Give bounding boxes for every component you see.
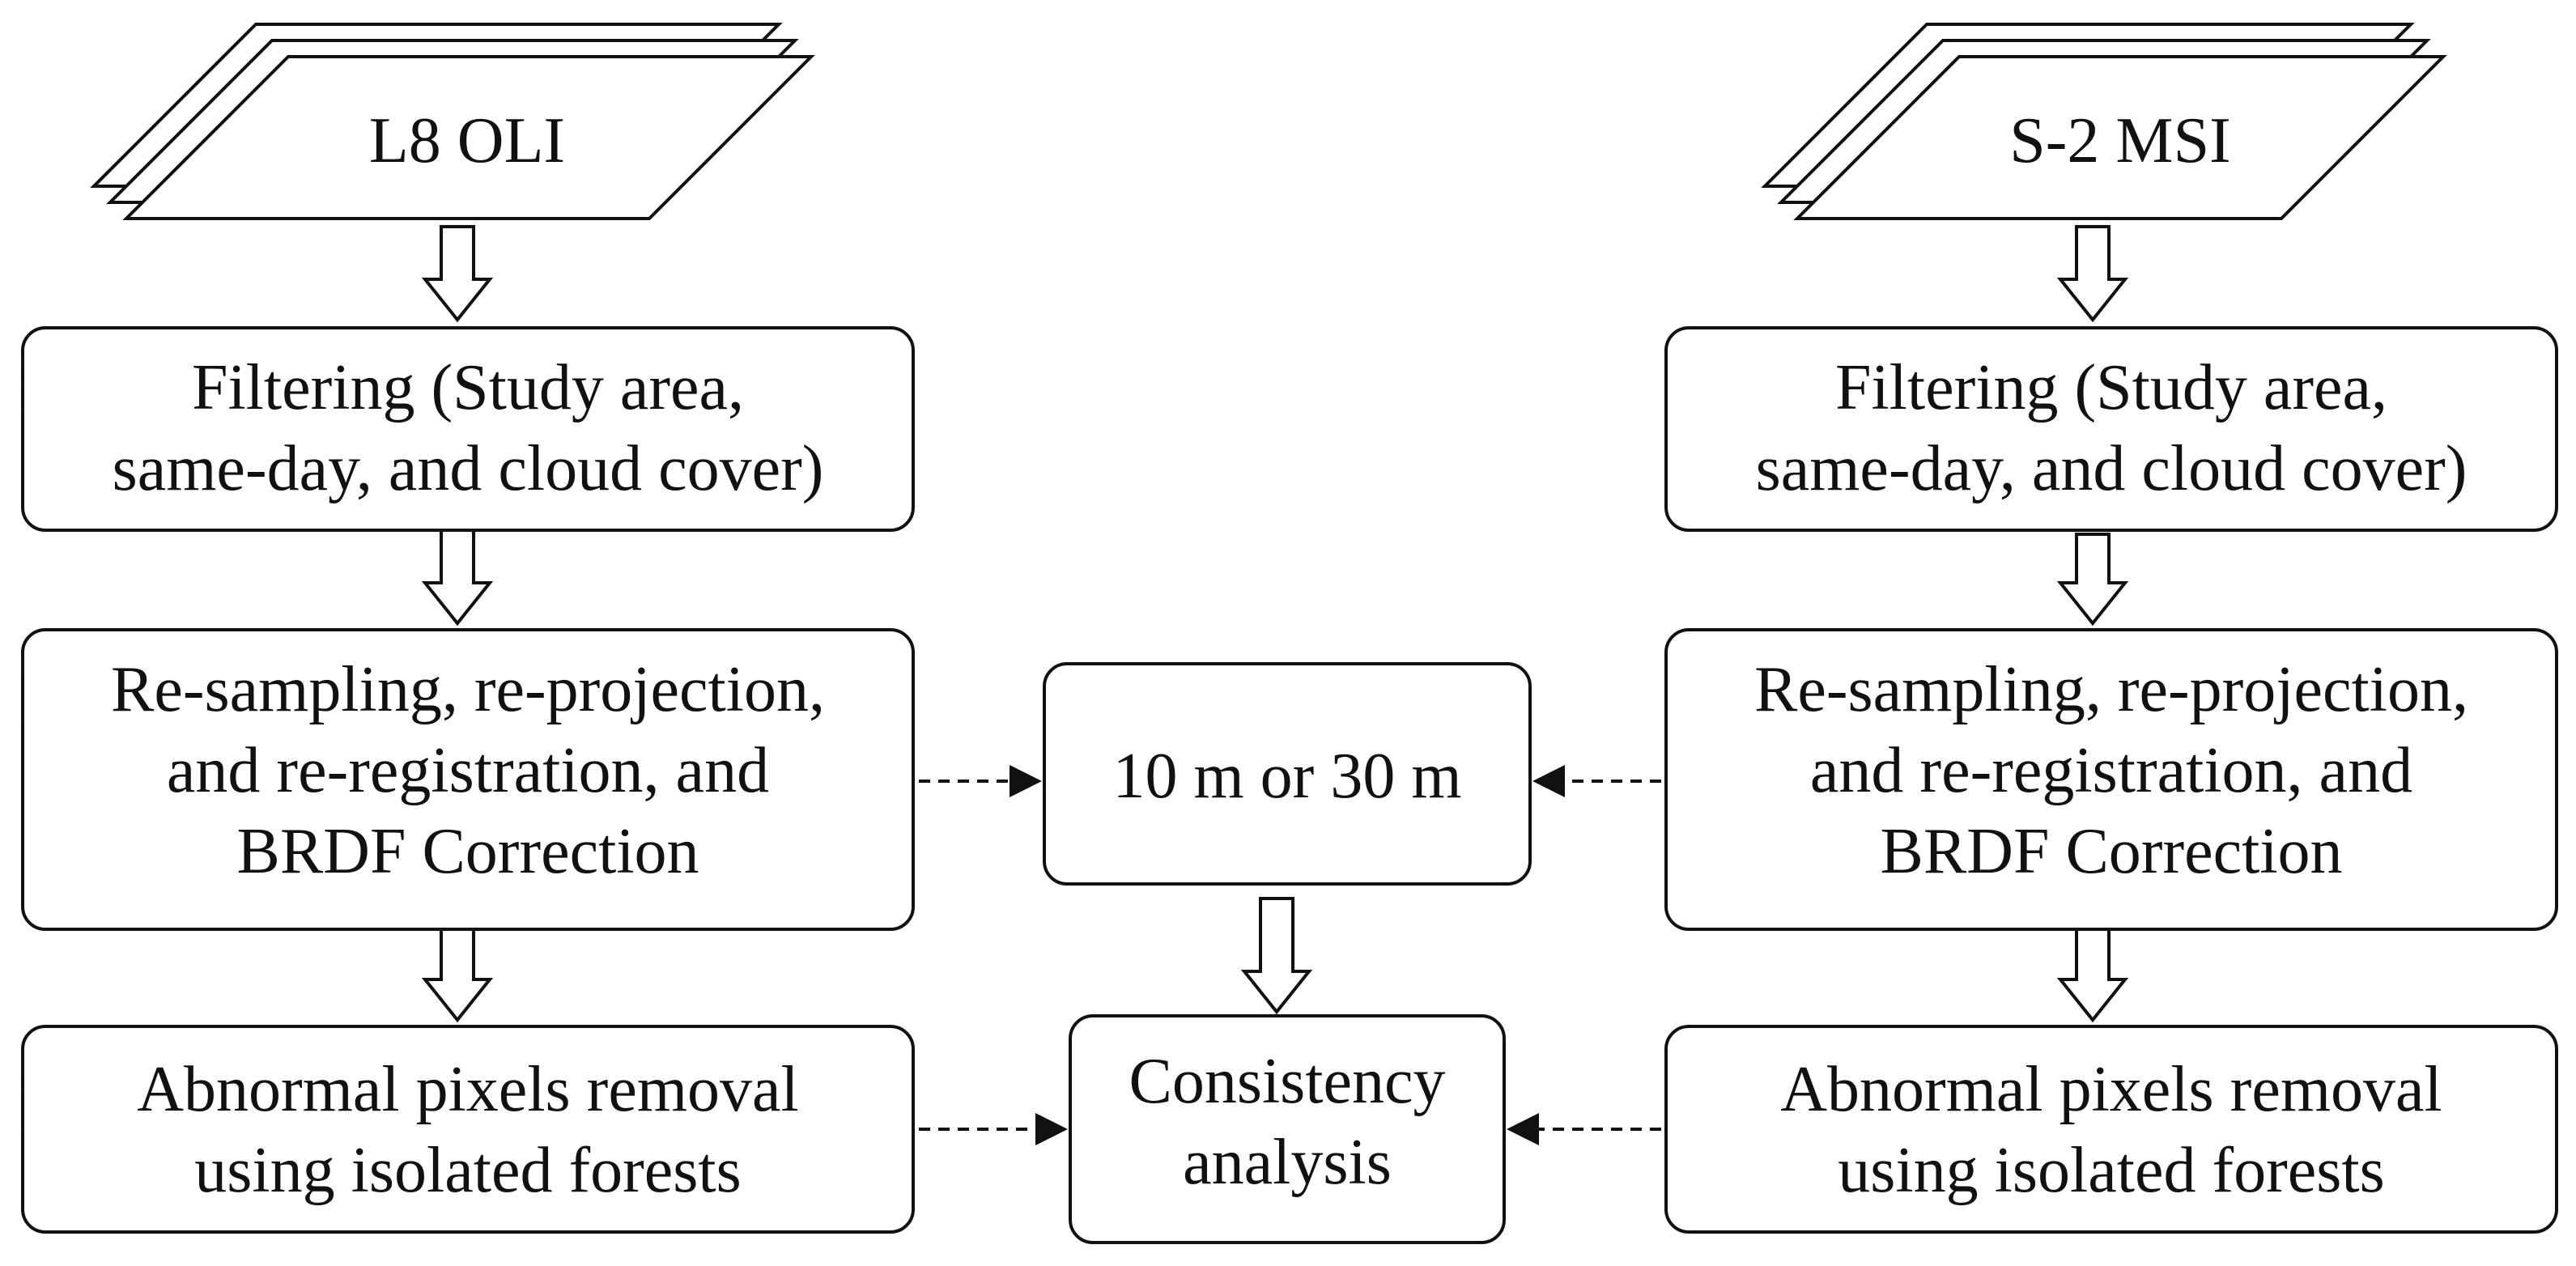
s2-arrow-filter-to-resample — [2056, 533, 2129, 627]
label-line: BRDF Correction — [236, 816, 699, 887]
l8-input-stack: L8 OLI — [90, 23, 815, 220]
l8-filter-box — [21, 326, 915, 532]
s2-arrow-resample-to-abnormal — [2056, 925, 2129, 1023]
label-line: Filtering (Study area, — [1835, 352, 2387, 423]
arrow-resolution-to-consistency — [1240, 897, 1313, 1015]
l8-resample-node: Re-sampling, re-projection, and re-regist… — [21, 628, 915, 931]
l8-resample-label: Re-sampling, re-projection, and re-regist… — [111, 654, 825, 887]
l8-arrow-resample-to-abnormal — [421, 925, 494, 1023]
s2-abnormal-label: Abnormal pixels removal using isolated fo… — [1780, 1054, 2442, 1206]
label-line: same-day, and cloud cover) — [1756, 433, 2468, 504]
l8-abnormal-label: Abnormal pixels removal using isolated fo… — [137, 1054, 799, 1206]
s2-input-stack: S-2 MSI — [1761, 23, 2447, 220]
s2-filter-box — [1664, 326, 2558, 532]
label-line: same-day, and cloud cover) — [113, 433, 824, 504]
label-line: Re-sampling, re-projection, — [1754, 654, 2468, 725]
label-line: Re-sampling, re-projection, — [111, 654, 825, 725]
l8-abnormal-box — [21, 1025, 915, 1234]
s2-resample-box — [1664, 628, 2558, 931]
label-line: Consistency — [1129, 1046, 1445, 1117]
s2-abnormal-box — [1664, 1025, 2558, 1234]
label-line: Abnormal pixels removal — [1780, 1054, 2442, 1125]
label-line: Filtering (Study area, — [192, 352, 744, 423]
label-line: 10 m or 30 m — [1112, 741, 1461, 812]
label-line: and re-registration, and — [1810, 735, 2412, 806]
l8-input-label: L8 OLI — [369, 105, 565, 176]
label-line: using isolated forests — [1838, 1135, 2384, 1206]
s2-input-label: S-2 MSI — [2009, 105, 2230, 176]
s2-filter-node: Filtering (Study area, same-day, and clou… — [1664, 326, 2558, 532]
resolution-box — [1043, 662, 1532, 886]
consistency-box — [1069, 1014, 1506, 1244]
resolution-node: 10 m or 30 m — [1043, 662, 1532, 886]
label-line: Abnormal pixels removal — [137, 1054, 799, 1125]
label-line: S-2 MSI — [2009, 105, 2230, 176]
l8-arrow-input-to-filter — [421, 225, 494, 323]
s2-arrow-input-to-filter — [2056, 225, 2129, 323]
l8-arrow-filter-to-resample — [421, 529, 494, 627]
l8-resample-box — [21, 628, 915, 931]
label-line: BRDF Correction — [1880, 816, 2342, 887]
l8-filter-label: Filtering (Study area, same-day, and clou… — [113, 352, 824, 504]
resolution-label: 10 m or 30 m — [1112, 741, 1461, 812]
consistency-node: Consistency analysis — [1069, 1014, 1506, 1244]
label-line: analysis — [1183, 1127, 1392, 1198]
label-line: L8 OLI — [369, 105, 565, 176]
l8-filter-node: Filtering (Study area, same-day, and clou… — [21, 326, 915, 532]
s2-filter-label: Filtering (Study area, same-day, and clou… — [1756, 352, 2468, 504]
s2-abnormal-node: Abnormal pixels removal using isolated fo… — [1664, 1025, 2558, 1234]
l8-input-sheet-front — [122, 55, 815, 220]
s2-resample-label: Re-sampling, re-projection, and re-regist… — [1754, 654, 2468, 887]
label-line: and re-registration, and — [167, 735, 769, 806]
label-line: using isolated forests — [194, 1135, 741, 1206]
consistency-label: Consistency analysis — [1129, 1046, 1445, 1198]
s2-input-sheet-front — [1793, 55, 2447, 220]
s2-resample-node: Re-sampling, re-projection, and re-regist… — [1664, 628, 2558, 931]
l8-abnormal-node: Abnormal pixels removal using isolated fo… — [21, 1025, 915, 1234]
